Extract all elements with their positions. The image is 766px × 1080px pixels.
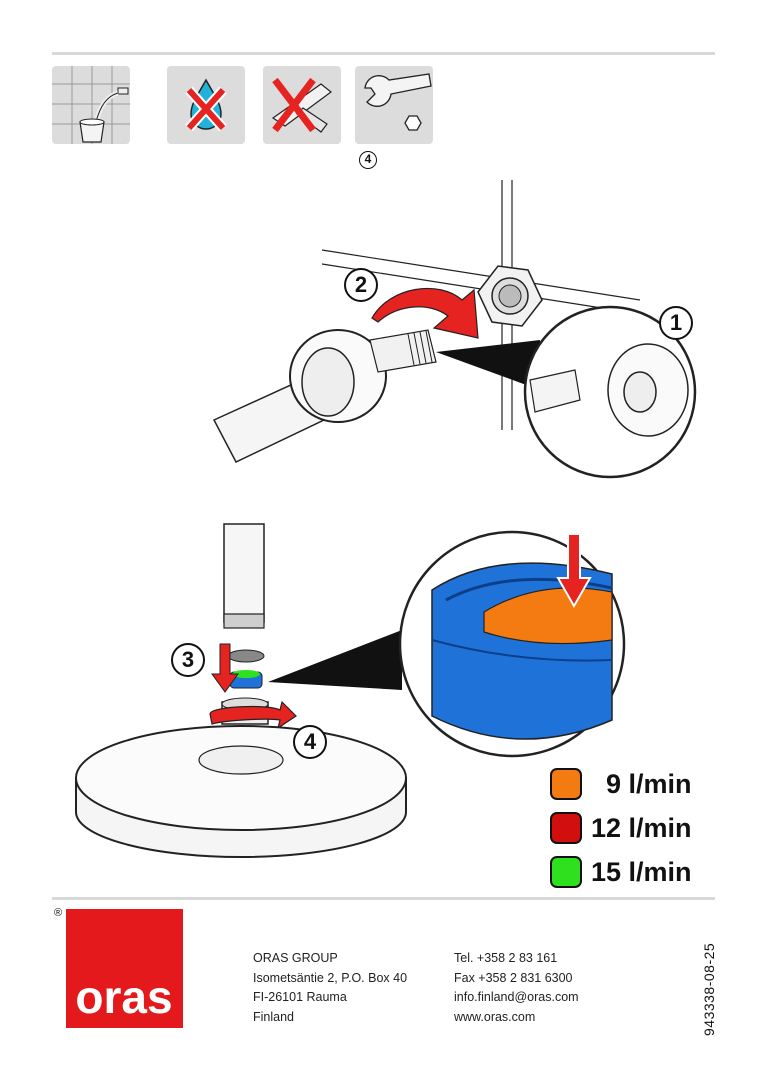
wrench-size-badge: 4 bbox=[359, 151, 377, 169]
no-pliers-icon bbox=[263, 66, 341, 144]
address-line: Isometsäntie 2, P.O. Box 40 bbox=[253, 970, 408, 985]
wall-outlet-nut bbox=[477, 265, 543, 327]
no-water-drop-icon bbox=[167, 66, 245, 144]
flow-label: 9 l/min bbox=[606, 769, 692, 799]
address-line: ORAS GROUP bbox=[253, 951, 338, 965]
contact-line: Fax +358 2 831 6300 bbox=[454, 970, 573, 985]
registered-mark: ® bbox=[54, 907, 63, 919]
address-line: FI-26101 Rauma bbox=[253, 990, 347, 1004]
bottom-divider bbox=[52, 897, 715, 900]
detail-circle-thread bbox=[523, 305, 697, 479]
step-3-badge: 3 bbox=[171, 643, 205, 677]
contact-line: www.oras.com bbox=[454, 1009, 536, 1024]
top-divider bbox=[52, 52, 715, 55]
flow-label: 12 l/min bbox=[591, 813, 692, 843]
installation-illustration bbox=[75, 180, 697, 858]
detail-circle-restrictor bbox=[398, 530, 626, 758]
flow-label: 15 l/min bbox=[591, 857, 692, 887]
insert-arrow-icon bbox=[211, 643, 239, 693]
step-4-badge: 4 bbox=[293, 725, 327, 759]
shower-arm-pipe bbox=[212, 329, 437, 463]
company-contact: Tel. +358 2 83 161 Fax +358 2 831 6300 i… bbox=[454, 949, 579, 1027]
vertical-shower-pipe bbox=[223, 523, 265, 629]
logo-text: oras bbox=[75, 971, 172, 1023]
contact-line: info.finland@oras.com bbox=[454, 990, 579, 1004]
flow-swatch-orange bbox=[550, 768, 582, 800]
flow-swatch-green bbox=[550, 856, 582, 888]
sealing-washer bbox=[227, 649, 265, 663]
step-1-badge: 1 bbox=[659, 306, 693, 340]
rotate-arrow-icon bbox=[371, 287, 479, 339]
spanner-wrench-icon bbox=[355, 66, 433, 144]
flow-swatch-red bbox=[550, 812, 582, 844]
oras-logo: oras bbox=[66, 909, 183, 1028]
flush-water-bucket-icon bbox=[52, 66, 130, 144]
document-number: 943338-08-25 bbox=[701, 942, 717, 1036]
shower-head-disc bbox=[75, 725, 407, 858]
address-line: Finland bbox=[253, 1009, 294, 1024]
company-address: ORAS GROUP Isometsäntie 2, P.O. Box 40 F… bbox=[253, 949, 407, 1027]
step-2-badge: 2 bbox=[344, 268, 378, 302]
tighten-arrow-icon bbox=[209, 700, 297, 730]
contact-line: Tel. +358 2 83 161 bbox=[454, 951, 558, 965]
